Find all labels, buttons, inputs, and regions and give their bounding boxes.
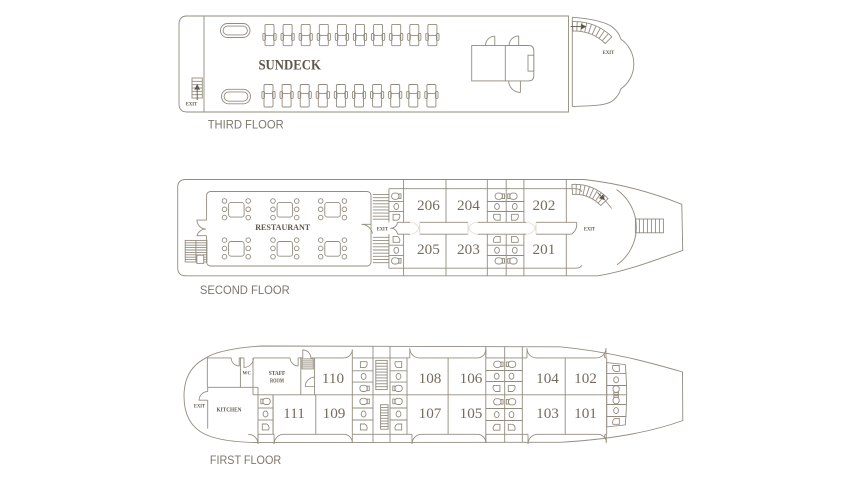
svg-text:WC: WC — [243, 370, 252, 376]
svg-text:107: 107 — [419, 405, 442, 422]
svg-text:203: 203 — [457, 241, 480, 258]
svg-text:EXIT: EXIT — [194, 404, 206, 410]
svg-text:110: 110 — [322, 370, 345, 387]
svg-text:EXIT: EXIT — [603, 50, 615, 56]
svg-text:ROOM: ROOM — [270, 379, 284, 385]
svg-text:101: 101 — [574, 405, 597, 422]
svg-text:FIRST FLOOR: FIRST FLOOR — [210, 455, 281, 467]
svg-text:104: 104 — [536, 370, 559, 387]
svg-text:SUNDECK: SUNDECK — [258, 57, 321, 73]
svg-text:105: 105 — [460, 405, 483, 422]
svg-text:106: 106 — [460, 370, 483, 387]
svg-text:EXIT: EXIT — [186, 101, 198, 107]
svg-text:205: 205 — [417, 241, 440, 258]
svg-text:STAFF: STAFF — [269, 371, 286, 377]
svg-text:102: 102 — [574, 370, 597, 387]
svg-text:108: 108 — [419, 370, 442, 387]
svg-text:THIRD FLOOR: THIRD FLOOR — [208, 119, 284, 131]
svg-text:EXIT: EXIT — [377, 226, 389, 232]
svg-text:SECOND FLOOR: SECOND FLOOR — [200, 285, 290, 297]
svg-text:202: 202 — [533, 197, 556, 214]
svg-text:RESTAURANT: RESTAURANT — [255, 222, 310, 232]
svg-text:103: 103 — [536, 405, 559, 422]
svg-text:109: 109 — [323, 405, 346, 422]
svg-text:EXIT: EXIT — [584, 226, 596, 232]
svg-text:111: 111 — [283, 405, 305, 422]
svg-text:204: 204 — [457, 197, 480, 214]
svg-text:KITCHEN: KITCHEN — [217, 407, 243, 413]
svg-text:206: 206 — [417, 197, 440, 214]
svg-text:201: 201 — [533, 241, 556, 258]
